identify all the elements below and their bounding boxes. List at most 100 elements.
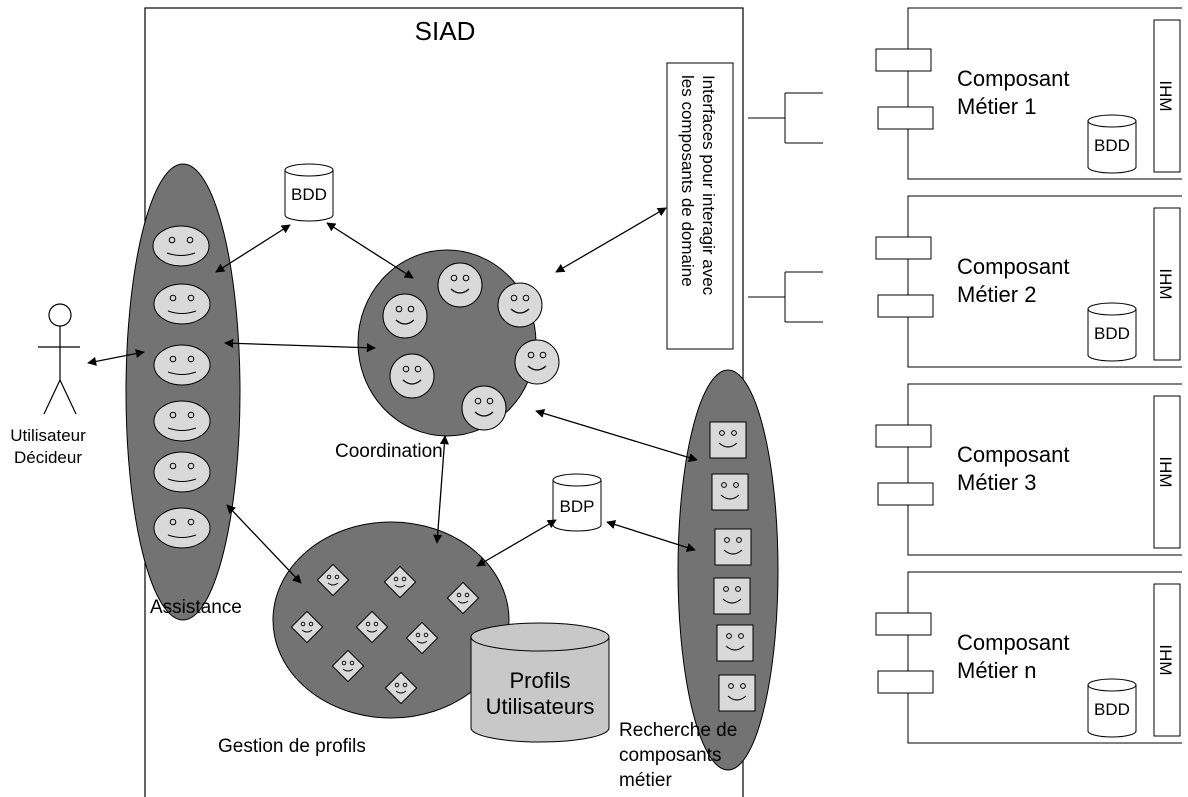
profils-utilisateurs-database: Profils Utilisateurs: [470, 622, 610, 743]
recherche-agents: [709, 421, 756, 712]
ihm-label: IHM: [1156, 80, 1175, 111]
agent-face-icon: [389, 353, 435, 399]
gestion-label: Gestion de profils: [218, 736, 366, 757]
component-port-top: [875, 424, 932, 448]
arrow-bdp-recherche: [606, 520, 696, 552]
ihm-box: [1153, 207, 1181, 361]
component-port-top: [875, 48, 932, 72]
component-port-bottom: [877, 106, 934, 130]
interface-box: [666, 62, 734, 350]
actor-label-line1: Utilisateur: [10, 426, 86, 445]
agent-face-icon: [383, 565, 417, 599]
ihm-box: [1153, 19, 1181, 173]
agent-face-icon: [152, 225, 210, 267]
agent-face-icon: [446, 581, 480, 615]
profils-label-line2: Utilisateurs: [486, 694, 595, 719]
component-database-label: BDD: [1094, 136, 1130, 155]
assistance-label: Assistance: [150, 597, 242, 618]
component-label-line1: Composant: [957, 442, 1070, 467]
component-label-line2: Métier n: [957, 658, 1036, 683]
agent-face-icon: [382, 293, 428, 339]
component-database-label: BDD: [1094, 324, 1130, 343]
relation-arrows: [87, 207, 698, 584]
recherche-label-line2: composants: [619, 745, 721, 766]
arrow-coordination-interface: [555, 207, 667, 273]
agent-face-icon: [714, 528, 752, 566]
coordination-agents: [382, 262, 560, 431]
agent-face-icon: [405, 621, 439, 655]
component-database: BDD: [1087, 678, 1137, 738]
profils-label-line1: Profils: [509, 668, 570, 693]
arrow-bdd-coordination: [326, 222, 414, 279]
component-database-label: BDD: [1094, 700, 1130, 719]
recherche-label-line1: Recherche de: [619, 720, 737, 741]
agent-face-icon: [716, 624, 754, 662]
recherche-label-line3: métier: [619, 770, 672, 791]
ihm-label: IHM: [1156, 644, 1175, 675]
actor-figure: [38, 303, 80, 415]
component-port-bottom: [877, 482, 934, 506]
component-database: BDD: [1087, 114, 1137, 174]
component-label-line2: Métier 1: [957, 94, 1036, 119]
arrow-coordination-gestion: [433, 435, 449, 544]
component-port-top: [875, 612, 932, 636]
actor-label-line2: Décideur: [14, 448, 82, 467]
arrow-coordination-recherche: [535, 409, 698, 462]
agent-face-icon: [331, 649, 365, 683]
component-port-bottom: [877, 294, 934, 318]
agent-face-icon: [709, 421, 747, 459]
ihm-label: IHM: [1156, 456, 1175, 487]
interface-connectors: [748, 92, 823, 323]
component-label-line2: Métier 2: [957, 282, 1036, 307]
agent-face-icon: [355, 610, 389, 644]
agent-face-icon: [461, 385, 507, 431]
agent-face-icon: [153, 451, 211, 493]
agent-face-icon: [153, 400, 211, 442]
gestion-agents: [290, 563, 480, 705]
arrow-gestion-bdp: [476, 519, 557, 567]
agent-face-icon: [316, 563, 350, 597]
coordination-label: Coordination: [335, 441, 443, 462]
ihm-label: IHM: [1156, 268, 1175, 299]
ihm-box: [1153, 583, 1181, 737]
agent-face-icon: [497, 282, 543, 328]
arrow-assistance-bdd: [215, 224, 291, 273]
agent-face-icon: [711, 473, 749, 511]
bdp-database: BDP: [552, 473, 602, 532]
arrow-assistance-coordination: [224, 338, 376, 353]
component-label-line2: Métier 3: [957, 470, 1036, 495]
recherche-group: [677, 369, 779, 771]
component-port-top: [875, 236, 932, 260]
arrow-assistance-gestion: [226, 504, 302, 584]
bdp-database-label: BDP: [560, 497, 595, 516]
bdd-database-label: BDD: [291, 185, 327, 204]
arrow-actor-assistance: [87, 349, 145, 366]
assistance-group: [125, 163, 241, 621]
component-database: BDD: [1087, 302, 1137, 362]
interface-label-line2: les composants de domaine: [678, 75, 697, 287]
ihm-box: [1153, 395, 1181, 549]
agent-face-icon: [718, 674, 756, 712]
component-label-line1: Composant: [957, 66, 1070, 91]
agent-face-icon: [153, 344, 211, 386]
agent-face-icon: [153, 507, 211, 549]
agent-face-icon: [153, 283, 211, 325]
interface-label-line1: Interfaces pour interagir avec: [699, 75, 718, 296]
agent-face-icon: [713, 577, 751, 615]
agent-face-icon: [437, 262, 483, 308]
agent-face-icon: [514, 339, 560, 385]
agent-face-icon: [290, 610, 324, 644]
agent-face-icon: [384, 671, 418, 705]
component-port-bottom: [877, 670, 934, 694]
component-label-line1: Composant: [957, 630, 1070, 655]
component-label-line1: Composant: [957, 254, 1070, 279]
assistance-agents: [152, 225, 211, 549]
bdd-database: BDD: [284, 163, 334, 222]
siad-title: SIAD: [415, 16, 476, 46]
